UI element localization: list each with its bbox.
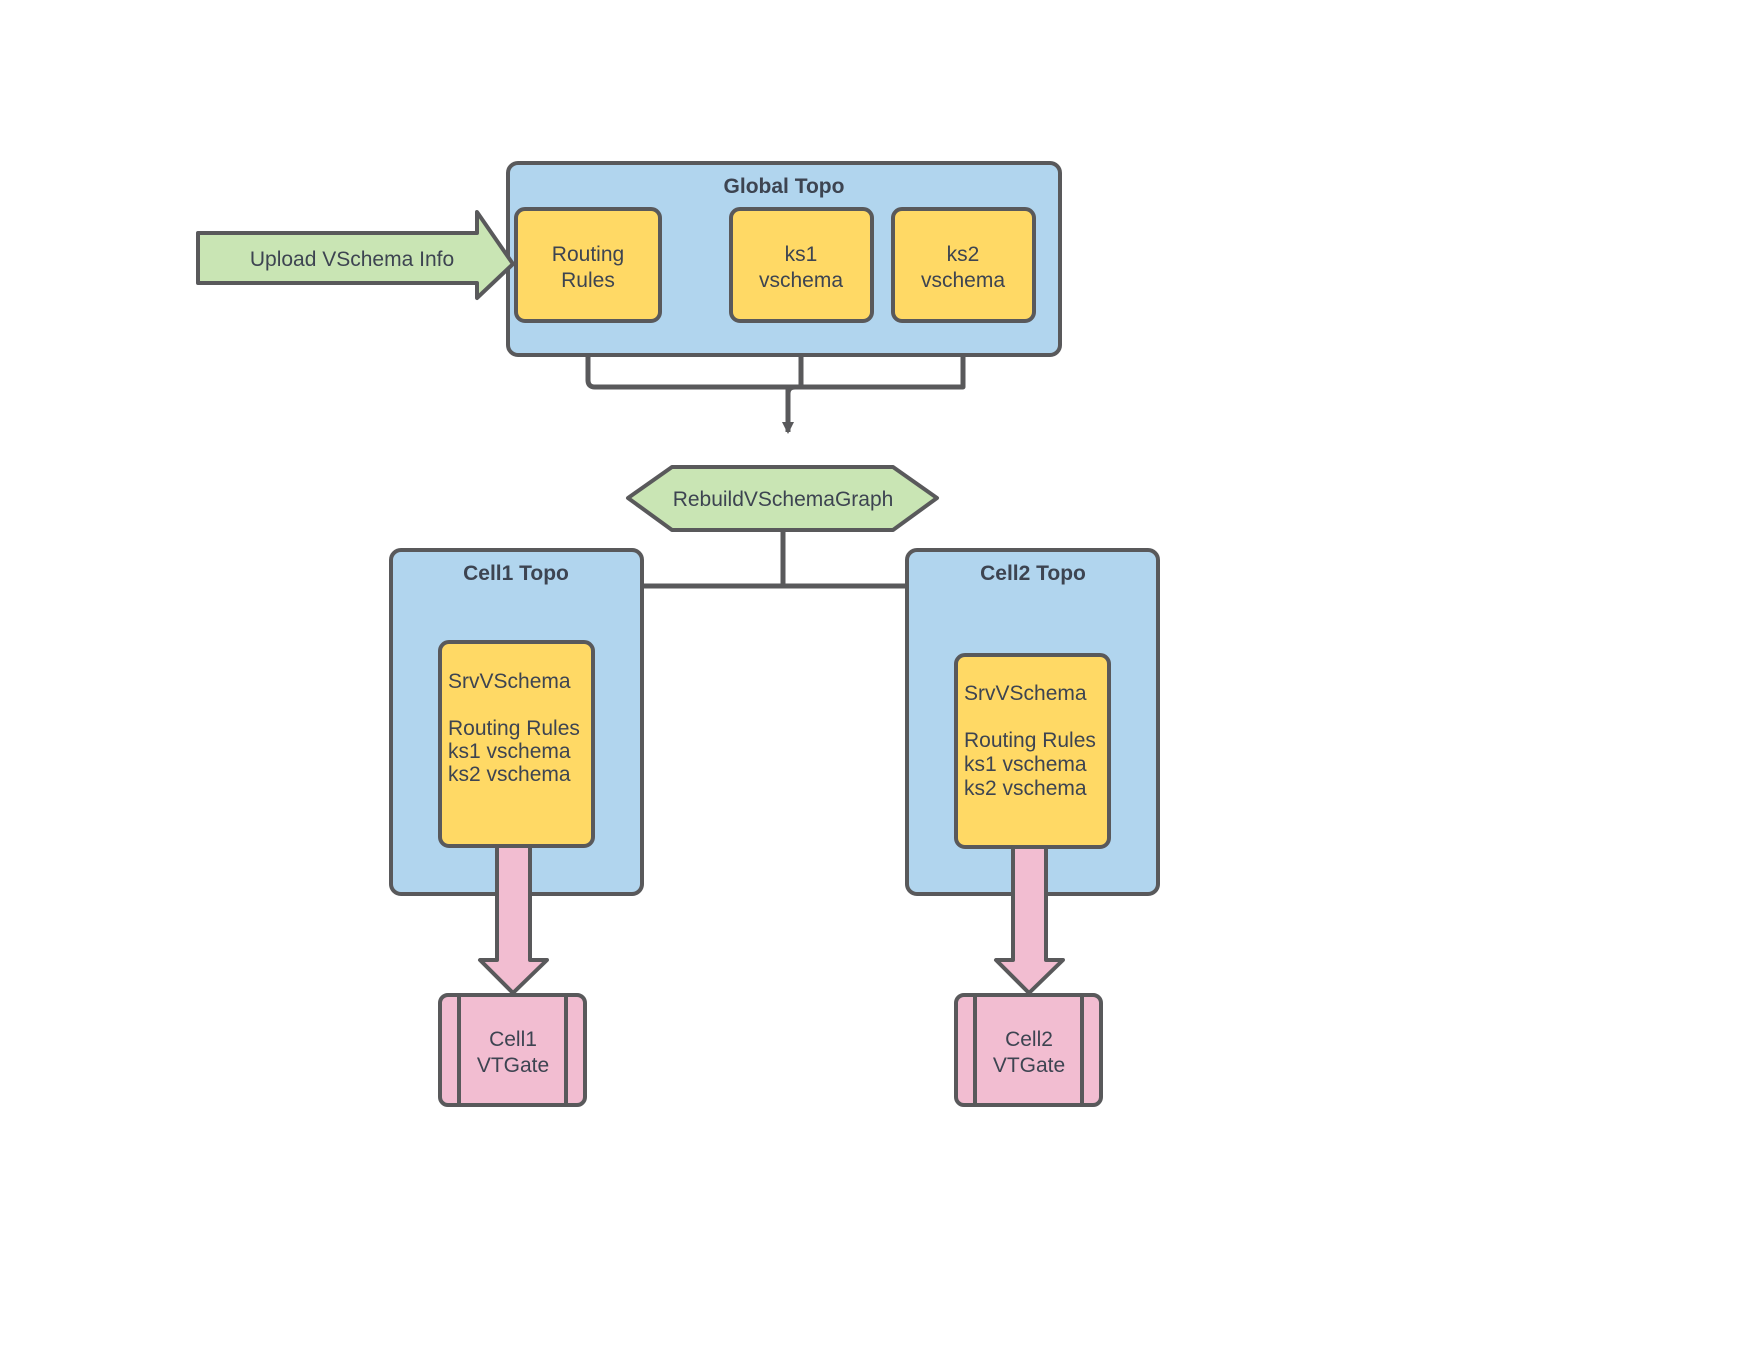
cell1-vtgate-line-1: Cell1 [489,1028,537,1051]
cell2-srvvschema-heading: SrvVSchema [964,682,1087,705]
cell2-vtgate-node[interactable]: Cell2 VTGate [954,993,1103,1107]
ks1-vschema-box-shape [729,207,874,323]
cell1-srv-item-1: ks1 vschema [448,740,571,763]
cell1-vtgate-node[interactable]: Cell1 VTGate [438,993,587,1107]
cell1-serve-arrow [478,844,549,995]
cell1-serve-arrow-shape [478,844,549,995]
routing-rules-line-1: Routing [552,243,624,266]
cell1-topo-title: Cell1 Topo [463,562,569,585]
ks1-vschema-line-2: vschema [759,269,843,292]
cell2-srv-item-0: Routing Rules [964,729,1096,752]
cell1-srv-item-2: ks2 vschema [448,763,571,786]
cell2-vtgate-shape [954,993,1103,1107]
rebuild-hexagon-shape [626,465,939,532]
upload-vschema-arrow-label: Upload VSchema Info [250,248,454,271]
cell1-srvvschema-box[interactable]: SrvVSchema Routing Rules ks1 vschema ks2… [438,640,595,848]
edge-routing-rules-to-junction [585,321,963,390]
cell2-topo-title: Cell2 Topo [980,562,1086,585]
ks2-vschema-box-shape [891,207,1036,323]
cell1-srvvschema-heading: SrvVSchema [448,670,571,693]
routing-rules-box-shape [514,207,662,323]
ks1-vschema-line-1: ks1 [785,243,818,266]
cell2-vtgate-line-1: Cell2 [1005,1028,1053,1051]
global-box-ks1-vschema[interactable]: ks1 vschema [729,207,874,323]
cell2-vtgate-line-2: VTGate [993,1054,1065,1077]
cell1-vtgate-shape [438,993,587,1107]
routing-rules-line-2: Rules [561,269,615,292]
ks2-vschema-line-2: vschema [921,269,1005,292]
global-topo-title: Global Topo [724,175,845,198]
cell2-serve-arrow-shape [994,845,1065,995]
cell1-srv-item-0: Routing Rules [448,717,580,740]
global-box-ks2-vschema[interactable]: ks2 vschema [891,207,1036,323]
rebuild-hexagon-label: RebuildVSchemaGraph [673,488,894,511]
upload-vschema-arrow[interactable]: Upload VSchema Info [196,210,515,300]
cell2-serve-arrow [994,845,1065,995]
cell2-srv-item-2: ks2 vschema [964,777,1087,800]
rebuild-vschema-graph-action[interactable]: RebuildVSchemaGraph [626,465,939,532]
cell2-srvvschema-box[interactable]: SrvVSchema Routing Rules ks1 vschema ks2… [954,653,1111,849]
cell2-srv-item-1: ks1 vschema [964,753,1087,776]
ks2-vschema-line-1: ks2 [947,243,980,266]
global-box-routing-rules[interactable]: Routing Rules [514,207,662,323]
upload-vschema-arrow-shape [196,210,515,300]
cell1-vtgate-line-2: VTGate [477,1054,549,1077]
